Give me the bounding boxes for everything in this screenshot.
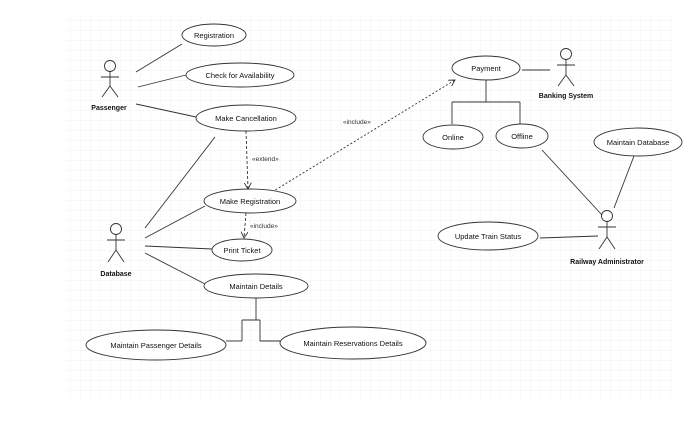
- use-case-maintain-database[interactable]: Maintain Database: [593, 127, 683, 157]
- svg-text:Check for Availability: Check for Availability: [205, 71, 274, 80]
- actor-railway-administrator-label: Railway Administrator: [570, 259, 644, 266]
- use-case-maintain-passenger-details[interactable]: Maintain Passenger Details: [85, 329, 227, 361]
- svg-text:Maintain Database: Maintain Database: [607, 138, 670, 147]
- use-case-payment[interactable]: Payment: [451, 55, 521, 81]
- stereotype-relations: «extend» «include» «include»: [244, 80, 455, 238]
- use-case-offline[interactable]: Offline: [495, 123, 549, 149]
- use-case-check-availability[interactable]: Check for Availability: [185, 62, 295, 88]
- use-case-make-registration[interactable]: Make Registration: [203, 188, 297, 214]
- svg-text:Online: Online: [442, 133, 464, 142]
- actor-database-label: Database: [100, 271, 131, 278]
- svg-text:Maintain Reservations Details: Maintain Reservations Details: [303, 339, 402, 348]
- use-case-make-cancellation[interactable]: Make Cancellation: [195, 104, 297, 132]
- extend-label: «extend»: [252, 156, 279, 163]
- include-label-payment: «include»: [343, 119, 371, 126]
- actor-passenger[interactable]: [101, 60, 119, 98]
- svg-text:Offline: Offline: [511, 132, 533, 141]
- use-case-print-ticket[interactable]: Print Ticket: [211, 238, 273, 262]
- svg-text:Maintain Passenger Details: Maintain Passenger Details: [110, 341, 202, 350]
- actor-railway-administrator[interactable]: [598, 210, 616, 250]
- use-case-maintain-details[interactable]: Maintain Details: [203, 273, 309, 299]
- svg-text:Registration: Registration: [194, 31, 234, 40]
- svg-text:Make Registration: Make Registration: [220, 197, 280, 206]
- actor-passenger-label: Passenger: [91, 105, 127, 112]
- svg-text:Payment: Payment: [471, 64, 502, 73]
- associations: [135, 43, 635, 342]
- svg-text:Make Cancellation: Make Cancellation: [215, 114, 277, 123]
- actor-banking-system[interactable]: [557, 48, 575, 87]
- actor-database[interactable]: [107, 223, 125, 263]
- use-case-registration[interactable]: Registration: [181, 23, 247, 47]
- svg-text:Update Train Status: Update Train Status: [455, 232, 522, 241]
- use-case-maintain-reservations-details[interactable]: Maintain Reservations Details: [279, 326, 427, 360]
- include-label-print: «include»: [250, 223, 278, 230]
- use-case-update-train-status[interactable]: Update Train Status: [437, 221, 539, 251]
- svg-text:Print Ticket: Print Ticket: [223, 246, 261, 255]
- svg-text:Maintain Details: Maintain Details: [229, 282, 283, 291]
- actor-banking-system-label: Banking System: [539, 93, 593, 100]
- use-case-online[interactable]: Online: [422, 124, 484, 150]
